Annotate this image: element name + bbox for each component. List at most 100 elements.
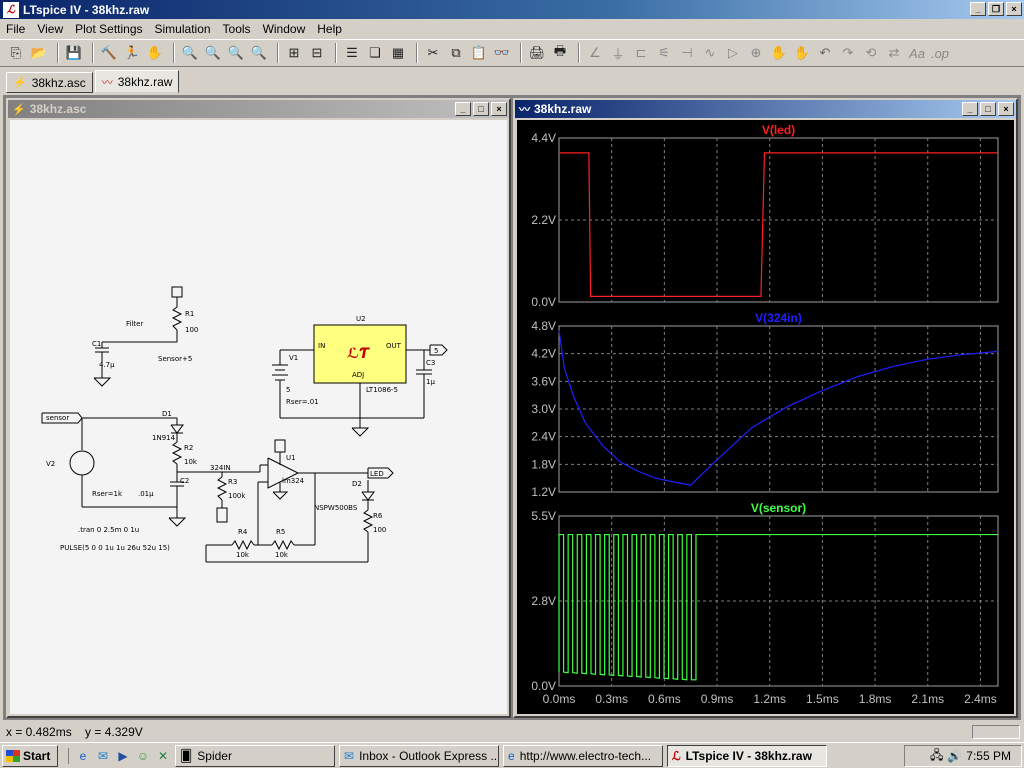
paste-icon[interactable]: 📋 [470,45,488,60]
y-tick-label: 0.0V [531,679,556,693]
restore-button[interactable]: ❐ [988,2,1004,16]
print-setup-icon[interactable]: 🖨 [528,45,546,60]
tile-horizontal-icon[interactable]: ☰ [346,45,358,60]
excel-icon[interactable]: ✕ [157,748,169,763]
minimize-button[interactable]: _ [970,2,986,16]
spice-directive-icon[interactable]: .op [930,45,950,61]
part-d2: NSPW500BS [314,504,358,512]
y-tick-label: 5.5V [531,509,556,523]
control-panel-icon[interactable]: 🔨 [100,45,118,60]
menu-window[interactable]: Window [262,21,306,36]
find-icon[interactable]: 👓 [493,45,511,60]
taskbar-item-spider[interactable]: 🂠 Spider [175,744,335,767]
messenger-icon[interactable]: ☺ [136,748,150,763]
cut-icon[interactable]: ✂ [427,45,439,60]
menu-help[interactable]: Help [317,21,342,36]
minimize-button[interactable]: _ [962,102,978,116]
media-player-icon[interactable]: ▶ [118,748,128,763]
rotate-icon[interactable]: ⟲ [865,45,877,60]
label-r3: R3 [228,478,237,486]
cascade-icon[interactable]: ❏ [369,45,381,60]
net-sensor: sensor [46,414,69,422]
resistor-icon[interactable]: ⚟ [658,45,670,60]
menu-file[interactable]: File [6,21,26,36]
schematic-drawing[interactable]: R1 100 Filter C1 4.7µ Sensor+5 U2 IN OUT… [10,120,507,714]
minimize-button[interactable]: _ [455,102,471,116]
volume-icon[interactable]: 🔊 [947,749,963,763]
redo-icon[interactable]: ↷ [842,45,854,60]
close-button[interactable]: × [998,102,1014,116]
mdi-client-area: ⚡ 38khz.asc _ □ × [3,95,1021,720]
taskbar-item-browser[interactable]: e http://www.electro-tech... [503,744,663,767]
schematic-window-title-bar[interactable]: ⚡ 38khz.asc _ □ × [8,100,509,118]
maximize-button[interactable]: □ [980,102,996,116]
component-icon[interactable]: ⊕ [750,45,762,60]
capacitor-icon[interactable]: ⊣ [681,45,693,60]
menu-simulation[interactable]: Simulation [154,21,211,36]
label-icon[interactable]: ⊏ [635,45,647,60]
outlook-icon[interactable]: ✉ [97,748,109,763]
diode-icon[interactable]: ▷ [728,45,738,60]
taskbar-item-outlook[interactable]: ✉ Inbox - Outlook Express ... [339,744,499,767]
task-label: Spider [197,748,232,763]
trace-title: V(324in) [755,311,802,325]
zoom-in-icon[interactable]: 🔍 [181,45,199,60]
taskbar-item-ltspice[interactable]: ℒ LTspice IV - 38khz.raw [667,744,827,767]
menu-plot-settings[interactable]: Plot Settings [75,21,143,36]
network-icon[interactable]: 🖧 [929,747,944,762]
save-icon[interactable]: 💾 [65,45,83,60]
halt-icon[interactable]: ✋ [146,45,164,60]
close-button[interactable]: × [1006,2,1022,16]
schematic-canvas[interactable]: R1 100 Filter C1 4.7µ Sensor+5 U2 IN OUT… [10,120,507,714]
move-icon[interactable]: ✋ [770,45,788,60]
y-tick-label: 4.2V [531,347,556,361]
system-tray: 🖧 🔊 7:55 PM [904,745,1022,767]
x-tick-label: 0.3ms [595,692,628,706]
waveform-chart[interactable]: 4.4V2.2V0.0VV(led)4.8V4.2V3.6V3.0V2.4V1.… [517,120,1014,714]
autorange-icon[interactable]: ⊞ [288,45,300,60]
run-icon[interactable]: 🏃 [123,45,141,60]
print-icon[interactable]: 🖶 [553,43,567,58]
pin-out: OUT [386,342,402,350]
net-label-5 [429,344,448,356]
wire-icon[interactable]: ∠ [589,45,601,60]
grid-icon[interactable]: ⊟ [311,45,323,60]
maximize-button[interactable]: □ [473,102,489,116]
ground-symbol [168,517,187,527]
app-title-bar[interactable]: ℒ LTspice IV - 38khz.raw _ ❐ × [0,0,1024,19]
tab-waveform[interactable]: 〰 38khz.raw [94,70,180,93]
undo-icon[interactable]: ↶ [819,45,831,60]
zoom-cancel-icon[interactable]: 🔍 [250,45,268,60]
waveform-window-title-bar[interactable]: 〰 38khz.raw _ □ × [515,100,1016,118]
open-icon[interactable]: 📂 [30,45,48,60]
text-icon[interactable]: Aa [909,45,925,61]
schematic-window[interactable]: ⚡ 38khz.asc _ □ × [6,98,511,718]
drag-icon[interactable]: ✋ [793,45,811,60]
net-label-led [367,467,394,479]
new-schematic-icon[interactable]: ⎘ [10,45,22,60]
value-r1: 100 [185,326,198,334]
tab-schematic[interactable]: ⚡ 38khz.asc [6,72,93,93]
schematic-window-title: 38khz.asc [29,102,87,116]
zoom-out-icon[interactable]: 🔍 [204,45,222,60]
clock[interactable]: 7:55 PM [966,749,1011,763]
menu-tools[interactable]: Tools [222,21,251,36]
start-button[interactable]: Start [2,744,58,767]
label-u1: U1 [286,454,296,462]
y-tick-label: 1.2V [531,485,556,499]
ground-symbol [93,377,112,387]
menu-view[interactable]: View [37,21,64,36]
label-r5: R5 [276,528,285,536]
inductor-icon[interactable]: ∿ [704,45,716,60]
mirror-icon[interactable]: ⇄ [888,45,900,60]
copy-icon[interactable]: ⧉ [451,45,461,60]
ie-icon[interactable]: e [79,748,87,763]
zoom-fit-icon[interactable]: 🔍 [227,45,245,60]
close-button[interactable]: × [491,102,507,116]
tile-icon[interactable]: ▦ [391,45,405,60]
label-d1: D1 [162,410,172,418]
ground-icon[interactable]: ⏚ [611,46,625,62]
quick-launch: e ✉ ▶ ☺ ✕ [68,747,171,764]
